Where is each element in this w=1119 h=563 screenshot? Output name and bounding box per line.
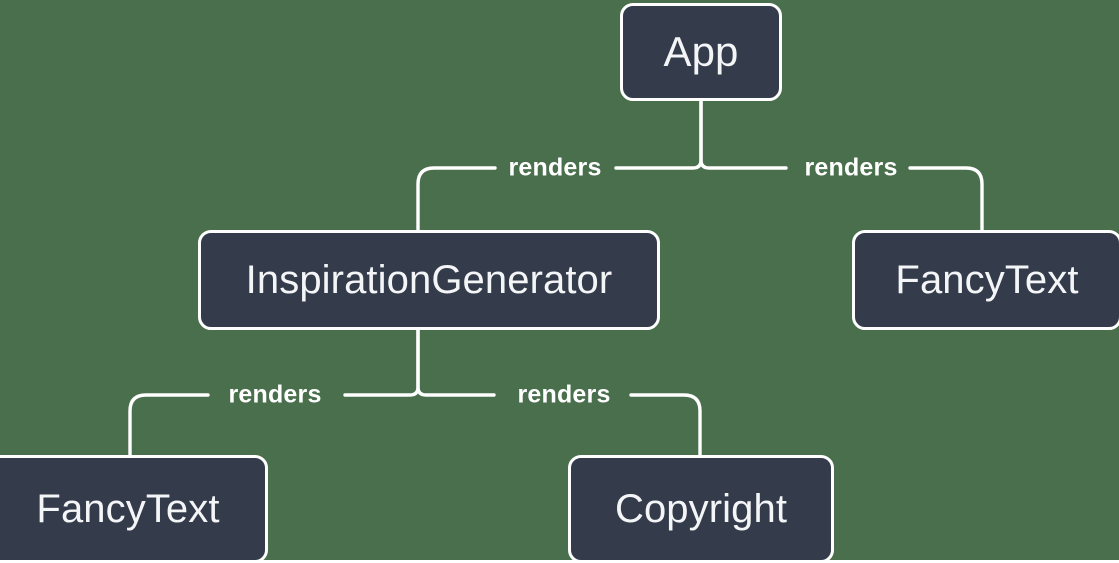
node-fancytext-right[interactable]: FancyText: [852, 230, 1119, 330]
edge-inspiration-generator-stem-right: [416, 328, 496, 397]
node-fancytext-bottom-label: FancyText: [36, 487, 220, 531]
edge-inspiration-generator-to-fancytext-bottom: [128, 393, 210, 457]
edge-label-inspiration-generator-to-copyright: renders: [517, 380, 611, 409]
edge-inspiration-generator-to-copyright: [629, 393, 702, 457]
node-inspiration-generator-label: InspirationGenerator: [245, 258, 613, 302]
edge-app-to-inspiration-generator: [416, 166, 497, 232]
node-app-label: App: [663, 28, 739, 75]
edge-inspiration-generator-stem: [343, 328, 420, 397]
node-copyright[interactable]: Copyright: [568, 455, 834, 563]
node-copyright-label: Copyright: [614, 487, 788, 531]
node-inspiration-generator[interactable]: InspirationGenerator: [198, 230, 660, 330]
edge-label-inspiration-generator-to-fancytext-bottom: renders: [228, 380, 322, 409]
node-app[interactable]: App: [620, 3, 782, 101]
node-fancytext-right-label: FancyText: [895, 258, 1079, 302]
node-fancytext-bottom[interactable]: FancyText: [0, 455, 268, 563]
edge-app-stem: [614, 98, 703, 170]
edge-app-to-fancytext-right: [908, 166, 984, 232]
edge-app-stem-right: [699, 98, 788, 170]
edge-label-app-to-fancytext-right: renders: [804, 153, 898, 182]
edge-label-app-to-inspiration-generator: renders: [508, 153, 602, 182]
